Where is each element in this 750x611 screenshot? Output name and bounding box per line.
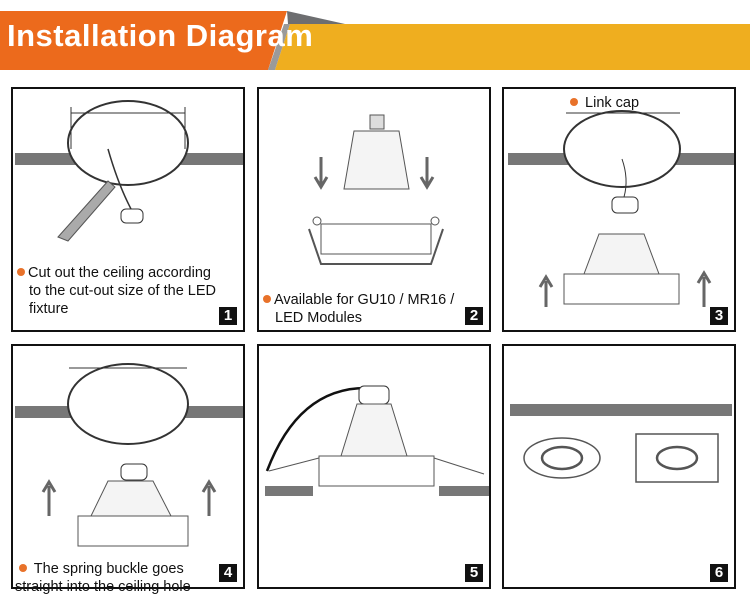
step-1-caption: fixture xyxy=(29,301,69,317)
step-5-panel: 5 xyxy=(257,344,491,589)
step-2-panel: Available for GU10 / MR16 / LED Modules … xyxy=(257,87,491,332)
step-number: 5 xyxy=(465,564,483,582)
bullet-icon xyxy=(570,98,578,106)
step-number: 2 xyxy=(465,307,483,325)
step-4-caption: straight into the ceiling hole xyxy=(15,579,191,595)
step-number: 6 xyxy=(710,564,728,582)
page-title: Installation Diagram xyxy=(7,18,314,53)
link-cap-label: Link cap xyxy=(585,95,640,111)
bullet-icon xyxy=(263,295,271,303)
step-6-panel: 6 xyxy=(502,344,736,589)
spring-buckle-illustration xyxy=(15,363,243,547)
step-2-caption: LED Modules xyxy=(275,310,363,326)
step-2-caption: Available for GU10 / MR16 / xyxy=(274,292,455,308)
step-4-panel: The spring buckle goes straight into the… xyxy=(11,344,245,595)
step-1-caption: to the cut-out size of the LED xyxy=(29,283,216,299)
step-3-panel: Link cap 3 xyxy=(502,87,736,332)
banner-graphic xyxy=(0,11,750,70)
step-1-panel: Cut out the ceiling according to the cut… xyxy=(11,87,245,332)
step-1-caption: Cut out the ceiling according xyxy=(28,265,211,281)
link-cap-illustration xyxy=(508,110,734,307)
finished-fixtures-illustration xyxy=(510,404,732,483)
header-banner: Installation Diagram xyxy=(0,0,750,70)
installed-fixture-illustration xyxy=(265,385,489,496)
bullet-icon xyxy=(19,564,27,572)
step-number: 3 xyxy=(710,307,728,325)
cut-ceiling-illustration xyxy=(15,100,243,242)
bullet-icon xyxy=(17,268,25,276)
step-number: 1 xyxy=(219,307,237,325)
step-number: 4 xyxy=(219,564,237,582)
step-4-caption: The spring buckle goes xyxy=(33,561,184,577)
bulb-insert-illustration xyxy=(308,114,444,265)
